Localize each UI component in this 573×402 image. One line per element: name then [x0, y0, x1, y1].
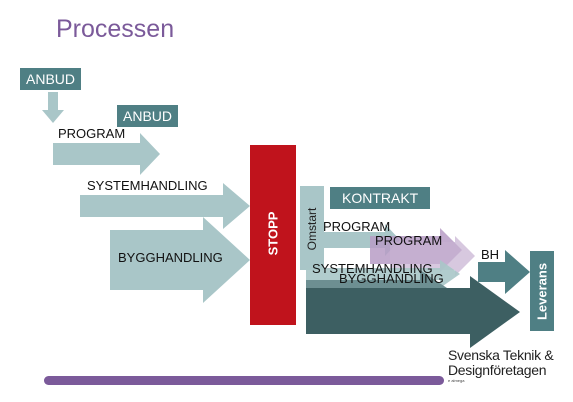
- leverans-label: Leverans: [534, 262, 550, 321]
- logo-line-3: e almega: [448, 378, 465, 383]
- company-logo: Svenska Teknik & Designföretagen e almeg…: [448, 347, 554, 384]
- label-program-3: PROGRAM: [375, 233, 443, 248]
- label-program-2: PROGRAM: [323, 219, 391, 234]
- logo-line-1: Svenska Teknik &: [448, 347, 554, 363]
- stopp-box: [250, 145, 296, 325]
- label-program-1: PROGRAM: [58, 126, 126, 141]
- logo-line-2: Designföretagen: [448, 362, 547, 378]
- down-arrow: [42, 92, 64, 123]
- arrow-bygghandling: [110, 217, 250, 303]
- tag-kontrakt: KONTRAKT: [330, 187, 431, 209]
- arrow-systemhandling: [80, 183, 250, 229]
- label-systemhandling-1: SYSTEMHANDLING: [87, 178, 208, 193]
- arrow-program: [53, 133, 160, 175]
- label-bygghandling-2: BYGGHANDLING: [339, 271, 444, 286]
- tag-anbud-1: ANBUD: [20, 68, 82, 90]
- omstart-label: Omstart: [305, 207, 319, 251]
- stopp-label: STOPP: [265, 211, 281, 256]
- label-bygghandling-1: BYGGHANDLING: [118, 250, 223, 265]
- omstart-box: [300, 186, 324, 270]
- tag-bh: BH: [481, 247, 500, 262]
- arrow-bh: [478, 250, 530, 294]
- page-title: Processen: [56, 15, 175, 43]
- arrow-purple-2: [390, 236, 475, 276]
- label-systemhandling-2: SYSTEMHANDLING: [312, 261, 433, 276]
- leverans-box: [530, 251, 554, 331]
- arrow-systemhandling-2: [306, 260, 460, 288]
- tag-anbud-2: ANBUD: [117, 105, 179, 127]
- bottom-bar: [44, 376, 444, 385]
- arrow-dark-main: [306, 276, 520, 348]
